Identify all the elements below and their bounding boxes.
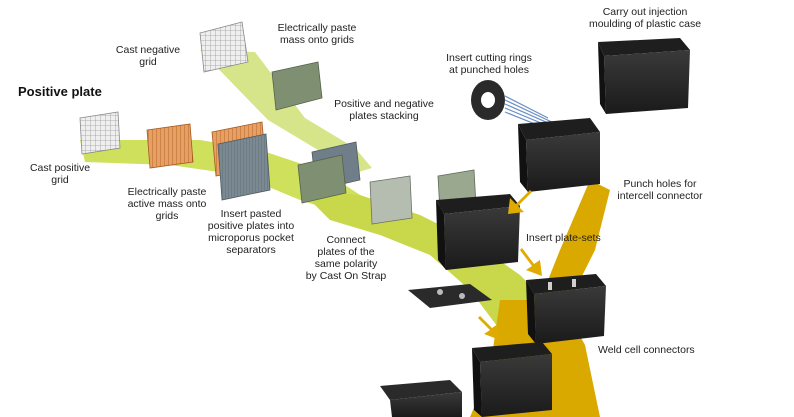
plate-sets-battery-image — [436, 194, 520, 270]
label-weld-connectors: Weld cell connectors — [598, 344, 695, 356]
pasted-positive-plate-image — [146, 123, 194, 169]
label-insert-plate-sets: Insert plate-sets — [526, 232, 601, 244]
cutting-rings-image — [471, 80, 581, 143]
positive-plate-separator-image — [211, 121, 271, 201]
label-paste-positive: Electrically paste active mass onto grid… — [127, 186, 207, 222]
label-cutting-rings: Insert cutting rings at punched holes — [446, 52, 532, 76]
label-stacking: Positive and negative plates stacking — [334, 98, 434, 122]
main-flow-band — [300, 190, 555, 330]
plastic-case-image — [598, 38, 690, 114]
positive-plate-title: Positive plate — [18, 84, 102, 99]
negative-flow-band — [200, 50, 372, 178]
label-injection-moulding: Carry out injection moulding of plastic … — [588, 6, 702, 30]
label-cast-positive-grid: Cast positive grid — [29, 162, 91, 186]
welded-battery-image — [526, 274, 606, 344]
cast-negative-grid-image — [199, 21, 249, 73]
process-arrows — [478, 190, 542, 340]
punched-case-image — [518, 118, 600, 192]
label-cast-on-strap: Connect plates of the same polarity by C… — [305, 234, 387, 282]
stacked-plates-image — [297, 141, 361, 204]
label-cast-negative-grid: Cast negative grid — [115, 44, 181, 68]
pasted-negative-plate-image — [271, 61, 323, 111]
cast-positive-grid-image — [79, 111, 121, 155]
label-insert-pasted: Insert pasted positive plates into micro… — [207, 208, 295, 256]
finished-battery-image — [380, 342, 552, 417]
label-punch-holes: Punch holes for intercell connector — [617, 178, 703, 202]
punch-flow-band — [540, 180, 610, 300]
label-paste-negative: Electrically paste mass onto grids — [277, 22, 357, 46]
cast-on-strap-image — [408, 284, 492, 308]
